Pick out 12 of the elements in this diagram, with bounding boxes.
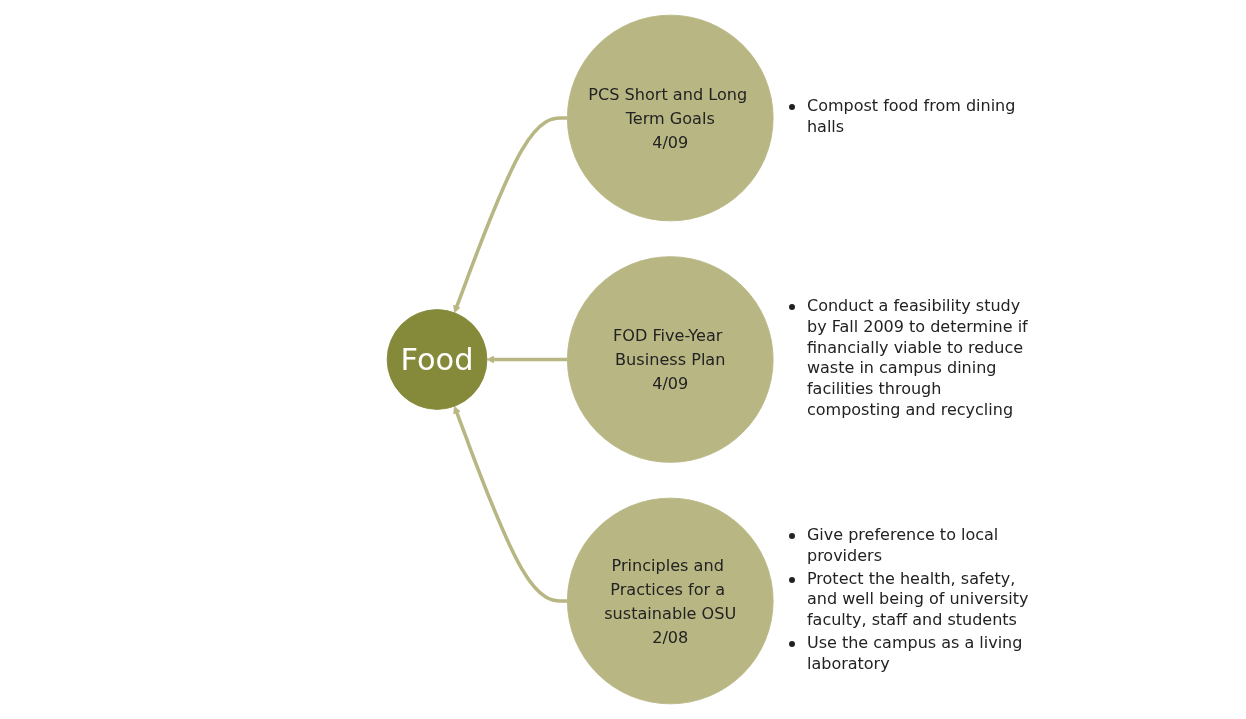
- bullet-note: Compost food from dining halls: [806, 96, 1017, 138]
- arrow: [486, 355, 568, 364]
- node-circle: PCS Short and Long Term Goals 4/09: [566, 14, 774, 222]
- node-circle: Principles and Practices for a sustainable OSU 2/08: [566, 497, 774, 705]
- arrow: [453, 405, 568, 603]
- node-circle: Food: [386, 309, 488, 410]
- node-circle: FOD Five-Year Business Plan 4/09: [566, 256, 774, 463]
- bullet-note: Protect the health, safety, and well being of university faculty, staff and students: [806, 568, 1030, 631]
- bullet-note: Conduct a feasibility study by Fall 2009 to determine if financially viable to reduce waste in campus dining facilities through composting and recycling: [806, 296, 1029, 421]
- bullet-note: Give preference to local providers: [806, 524, 1000, 567]
- arrow: [453, 116, 568, 314]
- bullet-note: Use the campus as a living laboratory: [806, 632, 1024, 675]
